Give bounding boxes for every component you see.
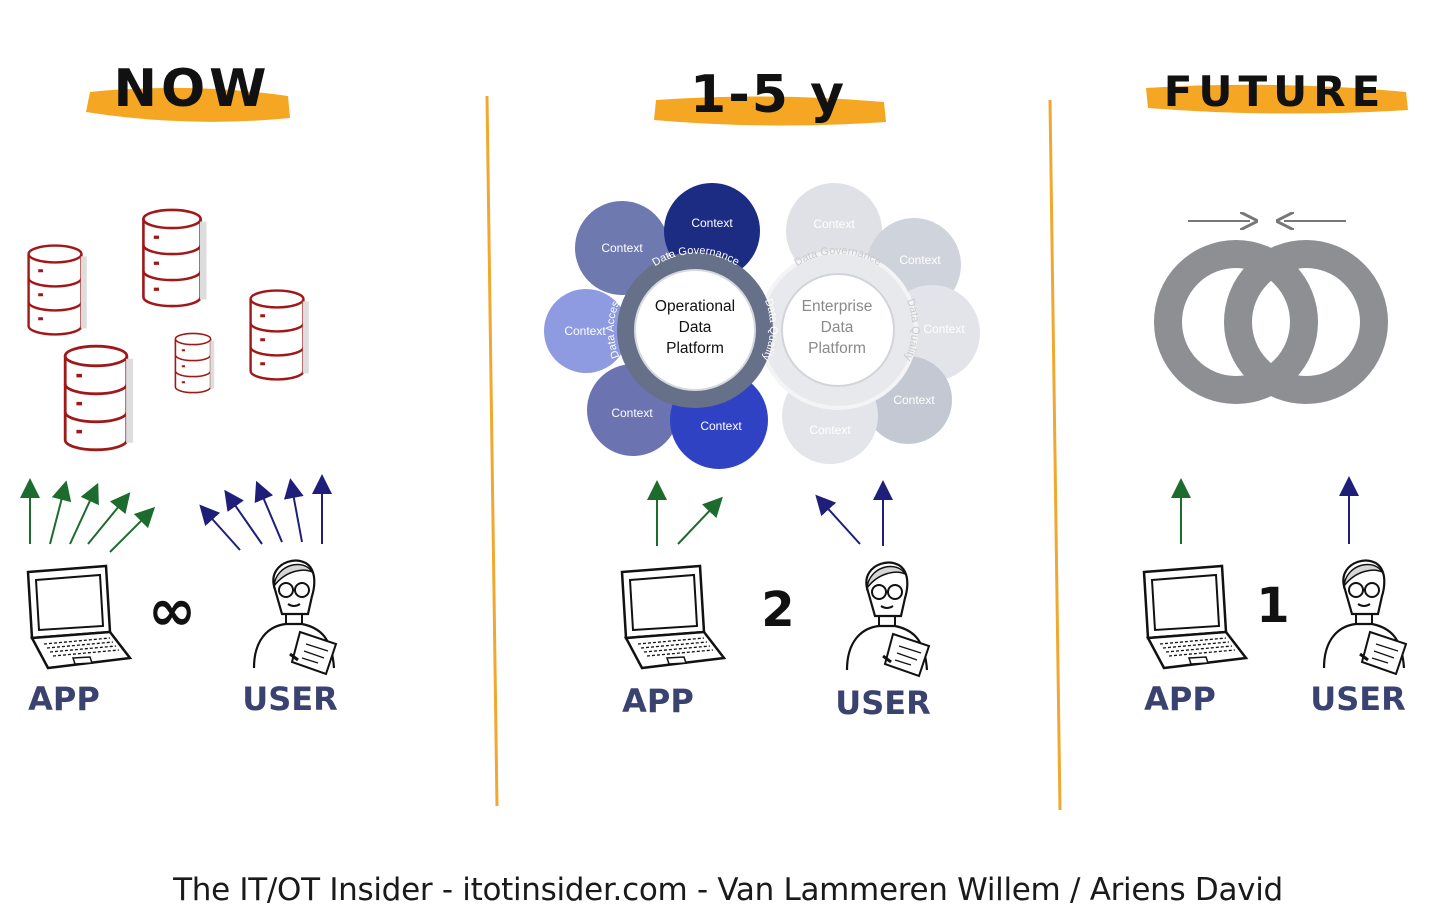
interlocked-rings-icon: [1154, 240, 1388, 404]
app-arrows-now: [20, 478, 156, 553]
count-now: ∞: [148, 576, 196, 644]
context-label: Context: [893, 393, 935, 407]
context-label: Context: [611, 406, 653, 420]
database-icon: [143, 210, 203, 306]
enterprise-platform-line: Enterprise: [802, 298, 873, 315]
future-highlight: [1146, 84, 1408, 114]
enterprise-platform-line: Platform: [808, 340, 866, 357]
laptop-icon: [1142, 564, 1248, 670]
mid-highlight: [654, 96, 886, 126]
user-arrows-mid: [815, 480, 893, 546]
database-icon: [175, 333, 212, 392]
heading-mid: 1-5 y: [690, 65, 846, 125]
user-arrows-now: [199, 474, 332, 551]
context-label: Context: [923, 322, 965, 336]
heading-now: NOW: [113, 59, 270, 119]
laptop-icon: [26, 564, 132, 670]
operational-ring: [617, 252, 773, 408]
label-app-mid: APP: [622, 682, 694, 720]
context-label: Context: [700, 419, 742, 433]
count-mid: 2: [761, 582, 794, 638]
heading-future: FUTURE: [1164, 67, 1387, 116]
context-label: Context: [813, 217, 855, 231]
label-app-future: APP: [1144, 680, 1216, 718]
context-label: Context: [899, 253, 941, 267]
divider-left: [485, 95, 499, 807]
operational-platform-line: Operational: [655, 298, 735, 315]
app-arrows-mid: [647, 480, 723, 546]
enterprise-platform-line: Data: [821, 319, 854, 336]
context-label: Context: [809, 423, 851, 437]
database-icon: [65, 346, 129, 450]
context-label: Context: [564, 324, 606, 338]
count-future: 1: [1256, 578, 1289, 634]
label-user-future: USER: [1310, 680, 1406, 718]
user-person-icon: [1322, 559, 1408, 676]
database-icon: [29, 246, 84, 335]
label-app-now: APP: [28, 680, 100, 718]
user-person-icon: [845, 561, 931, 678]
label-user-mid: USER: [835, 684, 931, 722]
operational-platform-line: Data: [679, 319, 712, 336]
now-highlight: [86, 87, 290, 122]
divider-right: [1048, 99, 1062, 811]
operational-platform-line: Platform: [666, 340, 724, 357]
enterprise-ring: [758, 250, 918, 410]
footer-credit: The IT/OT Insider - itotinsider.com - Va…: [173, 872, 1283, 908]
label-user-now: USER: [242, 680, 338, 718]
context-label: Context: [691, 216, 733, 230]
context-label: Context: [601, 241, 643, 255]
database-icon: [251, 291, 306, 380]
laptop-icon: [620, 564, 726, 670]
user-person-icon: [252, 559, 338, 676]
